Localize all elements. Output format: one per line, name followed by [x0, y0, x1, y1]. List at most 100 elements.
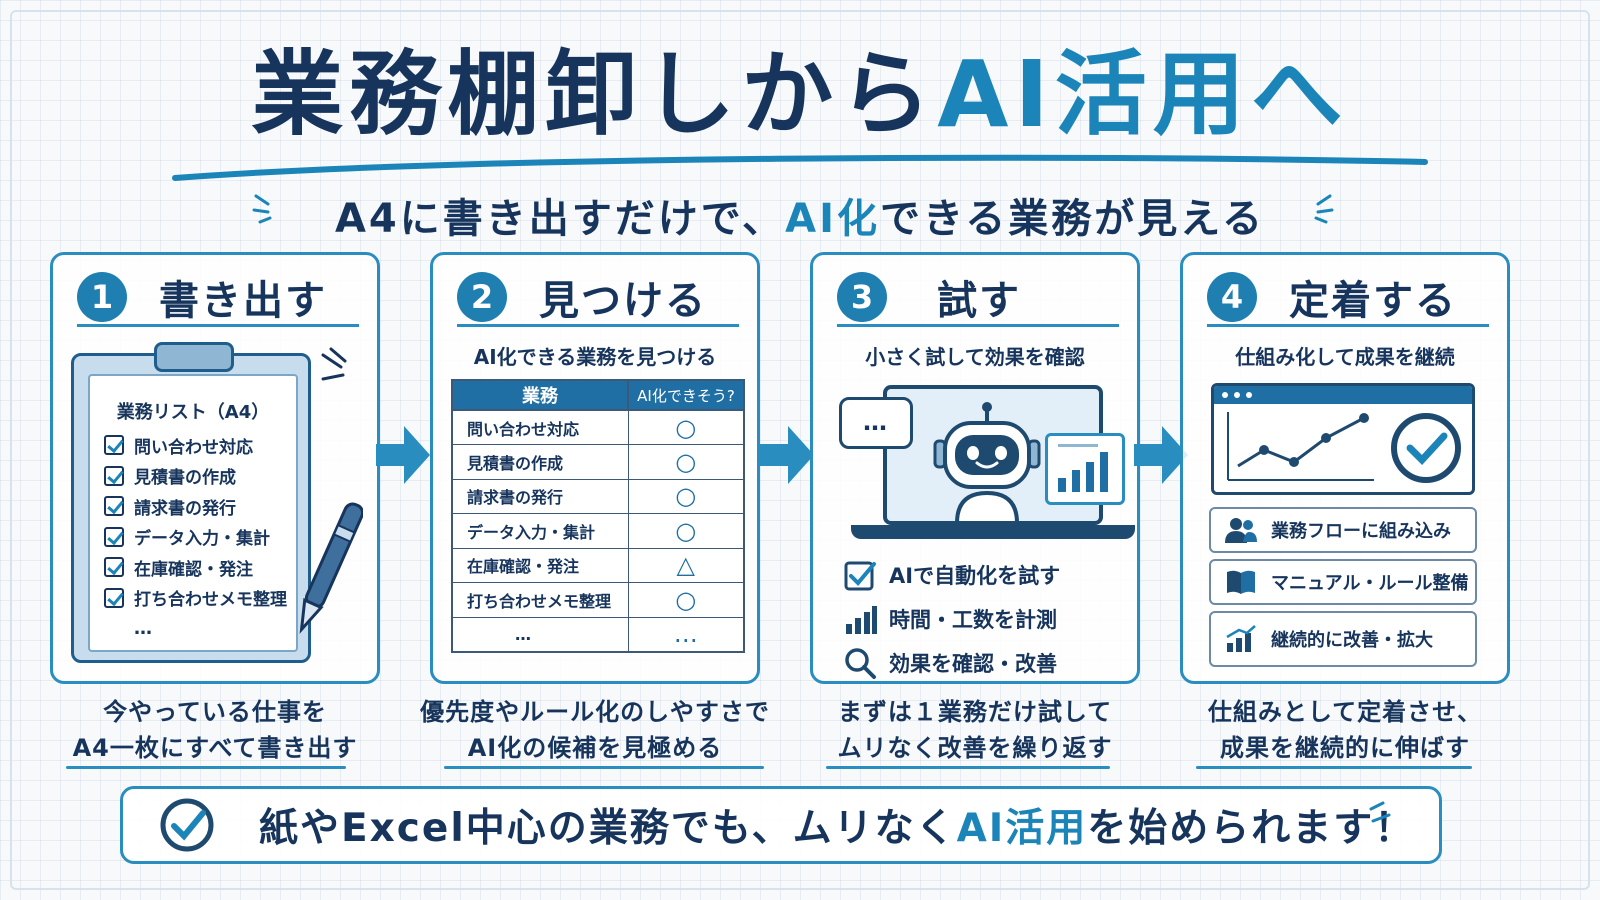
subtitle-part2: AI化	[785, 196, 881, 242]
table-header-ai: AI化できそう?	[627, 379, 745, 411]
table-row: 見積書の作成○	[451, 444, 745, 480]
bar-chart-icon	[846, 606, 877, 634]
table-row: 請求書の発行○	[451, 478, 745, 514]
list-item-label: 打ち合わせメモ整理	[134, 590, 287, 611]
caption-line-1: まずは１業務だけ試して	[837, 698, 1113, 726]
list-item-label: データ入力・集計	[134, 529, 270, 550]
book-icon	[1227, 570, 1255, 594]
list-item-label: 見積書の作成	[134, 468, 236, 489]
table-cell-mark: ○	[627, 478, 745, 514]
list-item: 見積書の作成	[104, 461, 287, 492]
subtitle: A4に書き出すだけで、AI化できる業務が見える	[0, 186, 1600, 244]
list-item-label: 効果を確認・改善	[889, 652, 1057, 676]
list-item: 時間・工数を計測	[843, 597, 1060, 641]
step-card-2: 2 見つける AI化できる業務を見つける 業務 AI化できそう? 問い合わせ対応…	[430, 252, 760, 684]
caption-line-1: 仕組みとして定着させ、	[1207, 698, 1483, 726]
bottom-banner: 紙やExcel中心の業務でも、ムリなくAI活用を始められます！	[120, 786, 1442, 864]
bar-chart-icon	[1045, 433, 1125, 505]
step-caption-2: 優先度やルール化のしやすさで AI化の候補を見極める	[420, 694, 770, 766]
growth-chart-icon	[1226, 625, 1256, 652]
step-number-1: 1	[77, 271, 127, 322]
table-cell-mark: △	[627, 547, 745, 583]
list-item-label: 請求書の発行	[134, 498, 236, 519]
banner-part3: を始められます！	[1087, 806, 1416, 851]
table-cell-task: 在庫確認・発注	[451, 547, 629, 583]
page-title: 業務棚卸しからAI活用へ	[0, 40, 1600, 150]
table-row: 在庫確認・発注△	[451, 547, 745, 583]
table-cell-mark: …	[627, 616, 745, 652]
step-caption-3: まずは１業務だけ試して ムリなく改善を繰り返す	[810, 694, 1140, 766]
clipboard-clip	[154, 342, 234, 372]
checkbox-icon	[844, 561, 876, 591]
step-card-1: 1 書き出す 業務リスト（A4） 問い合わせ対応 見積書の作成 請求書の発行 デ…	[50, 252, 380, 684]
step3-action-list: AIで自動化を試す 時間・工数を計測 効果を確認・改善	[843, 553, 1060, 685]
step-subtitle-2: AI化できる業務を見つける	[473, 345, 717, 369]
caption-line-1: 今やっている仕事を	[103, 698, 327, 726]
sparkle-right-icon	[1314, 194, 1334, 224]
users-icon	[1225, 518, 1257, 543]
step-card-4: 4 定着する 仕組み化して成果を継続 業務フローに組み込み マニュアル・ルール整…	[1180, 252, 1510, 684]
list-item-label: 在庫確認・発注	[134, 559, 253, 580]
arrow-right-icon	[760, 426, 814, 484]
page-frame	[10, 10, 1590, 890]
checkbox-icon	[104, 465, 124, 486]
banner-part2: AI活用	[956, 806, 1088, 851]
table-cell-mark: ○	[627, 513, 745, 549]
table-row: ……	[451, 616, 745, 652]
clipboard-paper: 業務リスト（A4） 問い合わせ対応 見積書の作成 請求書の発行 データ入力・集計…	[88, 374, 298, 652]
check-circle-icon	[1391, 413, 1461, 483]
caption-underline	[826, 766, 1110, 769]
table-row: データ入力・集計○	[451, 513, 745, 549]
feature-label: 継続的に改善・拡大	[1271, 630, 1433, 651]
checkbox-icon	[104, 435, 124, 456]
subtitle-part3: できる業務が見える	[880, 196, 1266, 242]
caption-line-1: 優先度やルール化のしやすさで	[420, 698, 770, 726]
table-cell-task: 問い合わせ対応	[451, 409, 629, 445]
clipboard-icon: 業務リスト（A4） 問い合わせ対応 見積書の作成 請求書の発行 データ入力・集計…	[71, 342, 311, 663]
list-item: 打ち合わせメモ整理	[104, 583, 287, 614]
feature-label: マニュアル・ルール整備	[1271, 573, 1469, 594]
table-header-row: 業務 AI化できそう?	[451, 379, 745, 411]
step-caption-4: 仕組みとして定着させ、 成果を継続的に伸ばす	[1180, 694, 1510, 766]
clipboard-title: 業務リスト（A4）	[116, 402, 270, 423]
table-cell-task: データ入力・集計	[451, 513, 629, 549]
step-header-2: 2 見つける	[457, 269, 739, 327]
robot-icon	[933, 402, 1041, 525]
step-caption-1: 今やっている仕事を A4一枚にすべて書き出す	[50, 694, 380, 766]
caption-line-2: AI化の候補を見極める	[467, 734, 723, 762]
search-icon	[845, 648, 876, 679]
ai-candidate-table: 業務 AI化できそう? 問い合わせ対応○ 見積書の作成○ 請求書の発行○ データ…	[451, 379, 745, 653]
browser-window-icon	[1211, 383, 1475, 495]
list-item: 在庫確認・発注	[104, 552, 287, 583]
list-item: 問い合わせ対応	[104, 430, 287, 461]
arrow-right-icon	[1134, 426, 1188, 484]
step-header-4: 4 定着する	[1207, 269, 1489, 327]
step-header-3: 3 試す	[837, 269, 1119, 327]
clipboard-list: 問い合わせ対応 見積書の作成 請求書の発行 データ入力・集計 在庫確認・発注 打…	[104, 430, 287, 644]
title-part2: AI活用へ	[937, 41, 1349, 148]
chat-bubble-icon: …	[839, 397, 913, 449]
list-item-label: 時間・工数を計測	[889, 608, 1057, 632]
list-item: AIで自動化を試す	[843, 553, 1060, 597]
step-title-4: 定着する	[1289, 277, 1457, 324]
table-cell-mark: ○	[627, 409, 745, 445]
table-cell-mark: ○	[627, 582, 745, 618]
pen-icon	[299, 502, 363, 634]
caption-line-2: 成果を継続的に伸ばす	[1220, 734, 1470, 762]
table-cell-task: 打ち合わせメモ整理	[451, 582, 629, 618]
list-more-label: …	[134, 617, 156, 639]
line-chart-icon	[1227, 412, 1461, 483]
table-header-task: 業務	[451, 379, 629, 411]
banner-part1: 紙やExcel中心の業務でも、ムリなく	[259, 806, 957, 851]
table-row: 打ち合わせメモ整理○	[451, 582, 745, 618]
checkbox-icon	[104, 496, 124, 517]
step-header-1: 1 書き出す	[77, 269, 359, 327]
title-underline	[172, 154, 1428, 181]
check-circle-icon	[160, 798, 214, 852]
list-item: 効果を確認・改善	[843, 641, 1060, 685]
feature-item-1: 業務フローに組み込み	[1209, 507, 1477, 553]
table-cell-task: 見積書の作成	[451, 444, 629, 480]
checkbox-icon	[104, 587, 124, 608]
step-title-1: 書き出す	[159, 277, 327, 324]
subtitle-part1: A4に書き出すだけで、	[334, 196, 786, 242]
